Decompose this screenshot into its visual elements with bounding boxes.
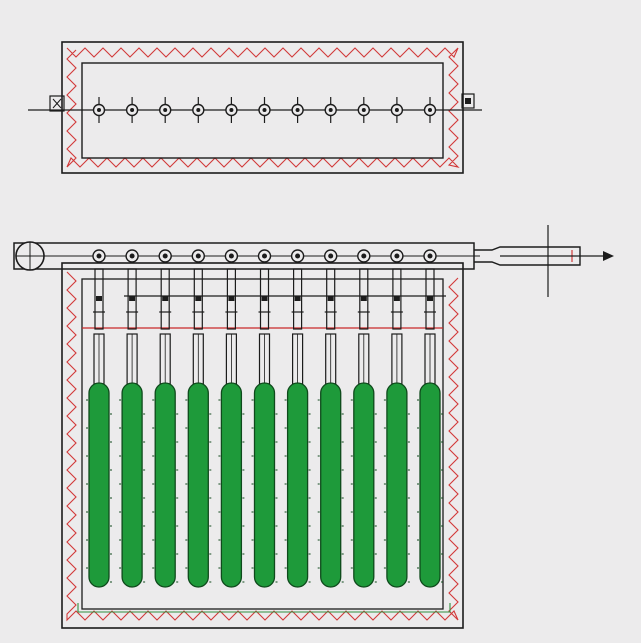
hanger-rod: [392, 268, 402, 330]
hanger-rod: [326, 268, 336, 330]
hanger-rod: [425, 268, 435, 330]
rotor-node: [225, 97, 238, 123]
rotor-node: [291, 97, 304, 123]
front-view-heater-zigzag: [66, 271, 459, 622]
heating-element: [187, 382, 209, 588]
rotor-node: [192, 97, 205, 123]
heating-element: [220, 382, 243, 588]
hanger-assembly: [152, 268, 179, 588]
bottom-green-wire: [77, 603, 451, 613]
hanger-clamp: [261, 296, 268, 301]
hanger-clamp: [162, 296, 169, 301]
hanger-assembly: [251, 268, 278, 588]
front-view-outer-frame: [61, 262, 464, 629]
crossbar-node: [390, 249, 404, 263]
hanger-assembly: [417, 268, 443, 588]
crossbar-node: [257, 249, 272, 263]
hanger-assembly: [119, 268, 146, 588]
shaft-arrow-icon: [500, 251, 614, 261]
heating-element: [253, 382, 276, 588]
front-view: [13, 225, 614, 629]
crossbar-node: [357, 249, 371, 263]
crossbar-node: [423, 249, 437, 263]
hanger-clamp: [195, 296, 202, 301]
crossbar-node: [224, 249, 239, 263]
hanger-assemblies: [86, 268, 443, 588]
rotor-node: [158, 97, 172, 123]
rotor-node: [324, 97, 337, 123]
hanger-rod: [359, 268, 369, 330]
hanger-rod: [193, 268, 203, 330]
hanger-rod: [160, 268, 170, 330]
heating-element: [320, 382, 342, 588]
hanger-assembly: [218, 268, 245, 588]
hanger-rod: [127, 268, 137, 330]
hanger-rod: [226, 268, 236, 330]
hanger-assembly: [317, 268, 344, 588]
heating-element: [353, 382, 375, 588]
crank-wheel-icon: [15, 241, 45, 271]
crossbar-node: [290, 249, 305, 263]
hanger-clamp: [393, 296, 400, 301]
rotor-node: [258, 97, 271, 123]
heating-element: [286, 382, 309, 588]
heating-element: [121, 382, 143, 588]
crossbar-node: [125, 249, 139, 263]
heating-element: [154, 382, 176, 588]
hanger-clamp: [294, 296, 301, 301]
hanger-assembly: [185, 268, 212, 588]
front-view-crossbar-nodes: [92, 249, 437, 263]
hanger-assembly: [350, 268, 377, 588]
rotor-node: [92, 97, 106, 123]
right-bearing-block-icon: [461, 93, 475, 109]
hanger-clamp: [327, 296, 334, 301]
crossbar-node: [191, 249, 206, 263]
top-view-rotor-nodes: [92, 97, 437, 123]
hanger-rod: [293, 268, 303, 330]
rotor-node: [125, 97, 139, 123]
hanger-clamp: [427, 296, 433, 301]
hanger-clamp: [360, 296, 367, 301]
crossbar: [13, 242, 480, 270]
crossbar-node: [92, 249, 106, 263]
top-view-heater-zigzag: [66, 47, 460, 168]
rotor-node: [357, 97, 370, 123]
front-view-inner-frame: [81, 278, 444, 610]
rotor-node: [390, 97, 404, 123]
hanger-clamp: [228, 296, 235, 301]
hanger-rod: [259, 268, 270, 330]
heating-element: [88, 382, 110, 588]
hanger-assembly: [284, 268, 311, 588]
connecting-rod: [474, 225, 581, 297]
hanger-rod: [94, 268, 104, 330]
heating-element: [386, 382, 408, 588]
heating-element: [419, 382, 441, 588]
top-view: [28, 41, 482, 174]
left-bearing-block-icon: [49, 95, 65, 112]
crossbar-node: [158, 249, 172, 263]
rotor-node: [423, 97, 437, 123]
hanger-assembly: [383, 268, 410, 588]
hanger-clamp: [129, 296, 136, 301]
hanger-clamp: [96, 296, 102, 301]
hanger-assembly: [86, 268, 112, 588]
crossbar-node: [324, 249, 338, 263]
